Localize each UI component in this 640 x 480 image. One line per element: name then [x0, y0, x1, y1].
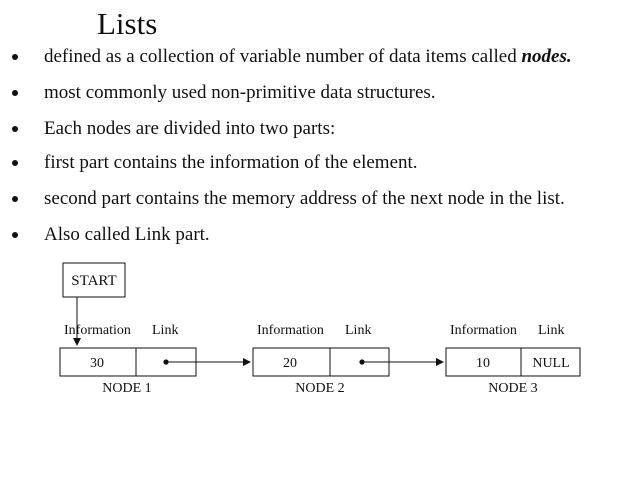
bullet-text-main: defined as a collection of variable numb…	[44, 46, 522, 67]
bullet-dot-icon	[12, 196, 18, 202]
bullet-dot-icon	[12, 54, 18, 60]
bullet-dot-icon	[12, 232, 18, 238]
bullet-text: defined as a collection of variable numb…	[44, 44, 572, 70]
node3-info-header: Information	[450, 323, 517, 338]
bullet-text: first part contains the information of t…	[44, 152, 418, 173]
node3-value: 10	[476, 356, 490, 371]
bullet-text: most commonly used non-primitive data st…	[44, 82, 436, 103]
bullet-item: Also called Link part.	[0, 220, 640, 250]
node3-link-header: Link	[538, 323, 564, 338]
bullet-item: second part contains the memory address …	[0, 184, 640, 214]
bullet-text-emphasis: nodes.	[521, 46, 572, 67]
bullet-dot-icon	[12, 160, 18, 166]
node2-name: NODE 2	[295, 381, 344, 396]
node3-box	[445, 347, 581, 377]
bullet-dot-icon	[12, 126, 18, 132]
node1-info-header: Information	[64, 323, 131, 338]
bullet-item: defined as a collection of variable numb…	[0, 42, 640, 72]
node1-value: 30	[90, 356, 104, 371]
bullet-item: Each nodes are divided into two parts:	[0, 114, 640, 144]
node2-value: 20	[283, 356, 297, 371]
slide-title: Lists	[97, 6, 158, 41]
node1-link-header: Link	[152, 323, 178, 338]
node1-link-dot-icon	[163, 359, 169, 365]
bullet-text: second part contains the memory address …	[44, 188, 565, 209]
node1-name: NODE 1	[102, 381, 151, 396]
bullet-dot-icon	[12, 90, 18, 96]
node2-link-dot-icon	[359, 359, 365, 365]
node2-link-header: Link	[345, 323, 371, 338]
start-box	[62, 262, 126, 298]
bullet-text: Also called Link part.	[44, 224, 210, 245]
bullet-item: most commonly used non-primitive data st…	[0, 78, 640, 108]
bullet-item: first part contains the information of t…	[0, 148, 640, 178]
node3-link-null: NULL	[532, 356, 569, 371]
start-label: START	[71, 273, 116, 289]
node3-name: NODE 3	[488, 381, 537, 396]
bullet-text: Each nodes are divided into two parts:	[44, 118, 336, 139]
node2-info-header: Information	[257, 323, 324, 338]
